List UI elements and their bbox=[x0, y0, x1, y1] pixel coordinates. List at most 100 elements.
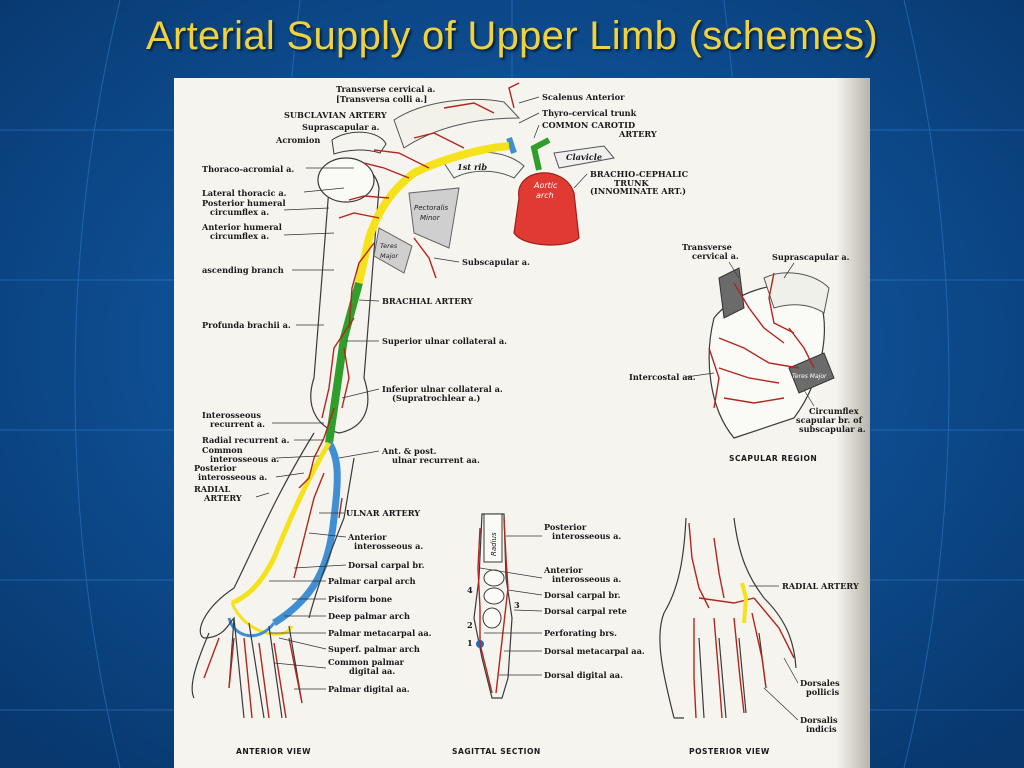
label-brachial-artery: BRACHIAL ARTERY bbox=[382, 296, 473, 306]
label-suprascapular: Suprascapular a. bbox=[302, 122, 380, 132]
label-common-carotid-2: ARTERY bbox=[618, 129, 657, 139]
radial-artery bbox=[230, 441, 332, 606]
subclavian-origin bbox=[506, 137, 517, 154]
sagittal-leaders bbox=[479, 535, 543, 676]
label-dorsalis-indicis-2: indicis bbox=[806, 724, 837, 734]
label-common-palmar-digital-1: Common palmar bbox=[328, 657, 405, 667]
label-radial-recurrent: Radial recurrent a. bbox=[202, 435, 290, 445]
label-profunda-brachii: Profunda brachii a. bbox=[202, 320, 291, 330]
aortic-text-1: Aortic bbox=[533, 181, 558, 190]
label-ant-post-ulnar-recurrent-1: Ant. & post. bbox=[381, 446, 437, 456]
scapula-acromion bbox=[763, 272, 830, 314]
scapular-arteries bbox=[708, 272, 815, 409]
common-carotid-artery bbox=[530, 137, 551, 171]
label-posterior-humeral-2: circumflex a. bbox=[210, 207, 269, 217]
label-posterior-humeral-1: Posterior humeral bbox=[202, 198, 286, 208]
label-sag-posterior-interosseous-1: Posterior bbox=[544, 522, 587, 532]
label-scap-circumflex-1: Circumflex bbox=[809, 406, 859, 416]
anterior-red-branches bbox=[203, 82, 520, 719]
label-scap-intercostal: Intercostal aa. bbox=[629, 372, 696, 382]
label-acromion: Acromion bbox=[275, 135, 320, 145]
posterior-leaders bbox=[749, 585, 799, 721]
label-sag-dorsal-carpal-br: Dorsal carpal br. bbox=[544, 590, 621, 600]
label-scap-circumflex-3: subscapular a. bbox=[799, 424, 866, 434]
pectoralis-text-2: Minor bbox=[420, 214, 441, 222]
scapula-muscle-upper bbox=[718, 267, 745, 319]
clavicle-bone bbox=[553, 145, 615, 169]
num-2: 2 bbox=[467, 620, 473, 630]
label-deep-palmar-arch: Deep palmar arch bbox=[328, 611, 410, 621]
caption-posterior-view: POSTERIOR VIEW bbox=[689, 747, 770, 756]
label-scalenus-anterior: Scalenus Anterior bbox=[542, 92, 625, 102]
anterior-right-leaders bbox=[269, 96, 588, 690]
label-common-interosseous-2: interosseous a. bbox=[210, 454, 279, 464]
carpal-2 bbox=[483, 587, 505, 605]
label-radial-artery-2: ARTERY bbox=[203, 493, 242, 503]
caption-scapular-region: SCAPULAR REGION bbox=[729, 454, 817, 463]
label-anterior-humeral-2: circumflex a. bbox=[210, 231, 269, 241]
label-anterior-interosseous-1: Anterior bbox=[347, 532, 387, 542]
num-4: 4 bbox=[467, 585, 473, 595]
label-transverse-cervical: Transverse cervical a. bbox=[336, 84, 436, 94]
anterior-view-drawing: 1st rib Clavicle Aortic arch Pectoralis … bbox=[191, 82, 615, 719]
label-palmar-digital: Palmar digital aa. bbox=[328, 684, 410, 694]
num-1: 1 bbox=[467, 638, 473, 648]
caption-sagittal-section: SAGITTAL SECTION bbox=[452, 747, 541, 756]
label-radial-artery-1: RADIAL bbox=[194, 484, 230, 494]
pectoralis-minor-muscle bbox=[408, 187, 460, 249]
scapular-leaders bbox=[685, 261, 815, 407]
label-sag-anterior-interosseous-2: interosseous a. bbox=[552, 574, 621, 584]
brachial-artery bbox=[325, 281, 363, 444]
clavicle-text: Clavicle bbox=[566, 152, 602, 162]
label-brachio-cephalic-2: TRUNK bbox=[614, 178, 650, 188]
label-thyro-cervical: Thyro-cervical trunk bbox=[542, 108, 637, 118]
label-sag-dorsal-metacarpal: Dorsal metacarpal aa. bbox=[544, 646, 645, 656]
label-common-interosseous-1: Common bbox=[202, 445, 243, 455]
label-posterior-interosseous-2: interosseous a. bbox=[198, 472, 267, 482]
page-shadow bbox=[836, 78, 870, 768]
sagittal-section-drawing: Radius 4 2 3 1 Posterior interosseous a.… bbox=[467, 513, 645, 699]
forearm-hand-outline bbox=[199, 432, 355, 719]
label-sag-perforating-brs: Perforating brs. bbox=[544, 628, 617, 638]
label-post-radial-artery: RADIAL ARTERY bbox=[782, 581, 859, 591]
aortic-arch bbox=[513, 172, 580, 246]
metacarpal bbox=[482, 607, 502, 629]
rib-text: 1st rib bbox=[457, 162, 487, 172]
teres-text-2: Major bbox=[380, 252, 399, 260]
label-common-carotid-1: COMMON CAROTID bbox=[542, 120, 635, 130]
label-dorsales-pollicis-2: pollicis bbox=[806, 687, 840, 697]
label-sag-dorsal-carpal-rete: Dorsal carpal rete bbox=[544, 606, 627, 616]
label-sag-dorsal-digital: Dorsal digital aa. bbox=[544, 670, 623, 680]
slide-title: Arterial Supply of Upper Limb (schemes) bbox=[146, 14, 878, 58]
teres-major-scap-text: Teres Major bbox=[792, 373, 827, 380]
label-inferior-ulnar-collateral-2: (Supratrochlear a.) bbox=[392, 393, 481, 403]
arterial-diagram: 1st rib Clavicle Aortic arch Pectoralis … bbox=[191, 82, 866, 756]
anterior-left-labels: Transverse cervical a. [Transversa colli… bbox=[194, 84, 436, 503]
posterior-radial-artery bbox=[740, 582, 749, 624]
acromion-bone bbox=[331, 131, 387, 155]
label-posterior-interosseous-1: Posterior bbox=[194, 463, 237, 473]
subclavian-axillary-artery bbox=[355, 142, 510, 284]
label-superior-ulnar-collateral: Superior ulnar collateral a. bbox=[382, 336, 507, 346]
label-anterior-humeral-1: Anterior humeral bbox=[201, 222, 282, 232]
teres-major-muscle bbox=[373, 227, 413, 274]
aortic-text-2: arch bbox=[536, 191, 554, 200]
label-pisiform-bone: Pisiform bone bbox=[328, 594, 392, 604]
label-brachio-cephalic-3: (INNOMINATE ART.) bbox=[590, 186, 686, 196]
label-palmar-carpal-arch: Palmar carpal arch bbox=[328, 576, 416, 586]
sagittal-arteries bbox=[477, 517, 509, 694]
scalenus-region bbox=[393, 98, 521, 149]
label-ant-post-ulnar-recurrent-2: ulnar recurrent aa. bbox=[392, 455, 480, 465]
label-anterior-interosseous-2: interosseous a. bbox=[354, 541, 423, 551]
anterior-left-leaders bbox=[255, 167, 354, 498]
num-3: 3 bbox=[514, 600, 520, 610]
radius-text: Radius bbox=[490, 532, 498, 556]
caption-anterior-view: ANTERIOR VIEW bbox=[236, 747, 311, 756]
posterior-arteries bbox=[688, 522, 795, 719]
label-brachio-cephalic-1: BRACHIO-CEPHALIC bbox=[590, 169, 689, 179]
label-scap-transverse-cervical-1: Transverse bbox=[682, 242, 732, 252]
label-palmar-metacarpal: Palmar metacarpal aa. bbox=[328, 628, 432, 638]
label-superf-palmar-arch: Superf. palmar arch bbox=[328, 644, 420, 654]
pectoralis-text-1: Pectoralis bbox=[414, 204, 448, 212]
label-dorsales-pollicis-1: Dorsales bbox=[800, 678, 840, 688]
